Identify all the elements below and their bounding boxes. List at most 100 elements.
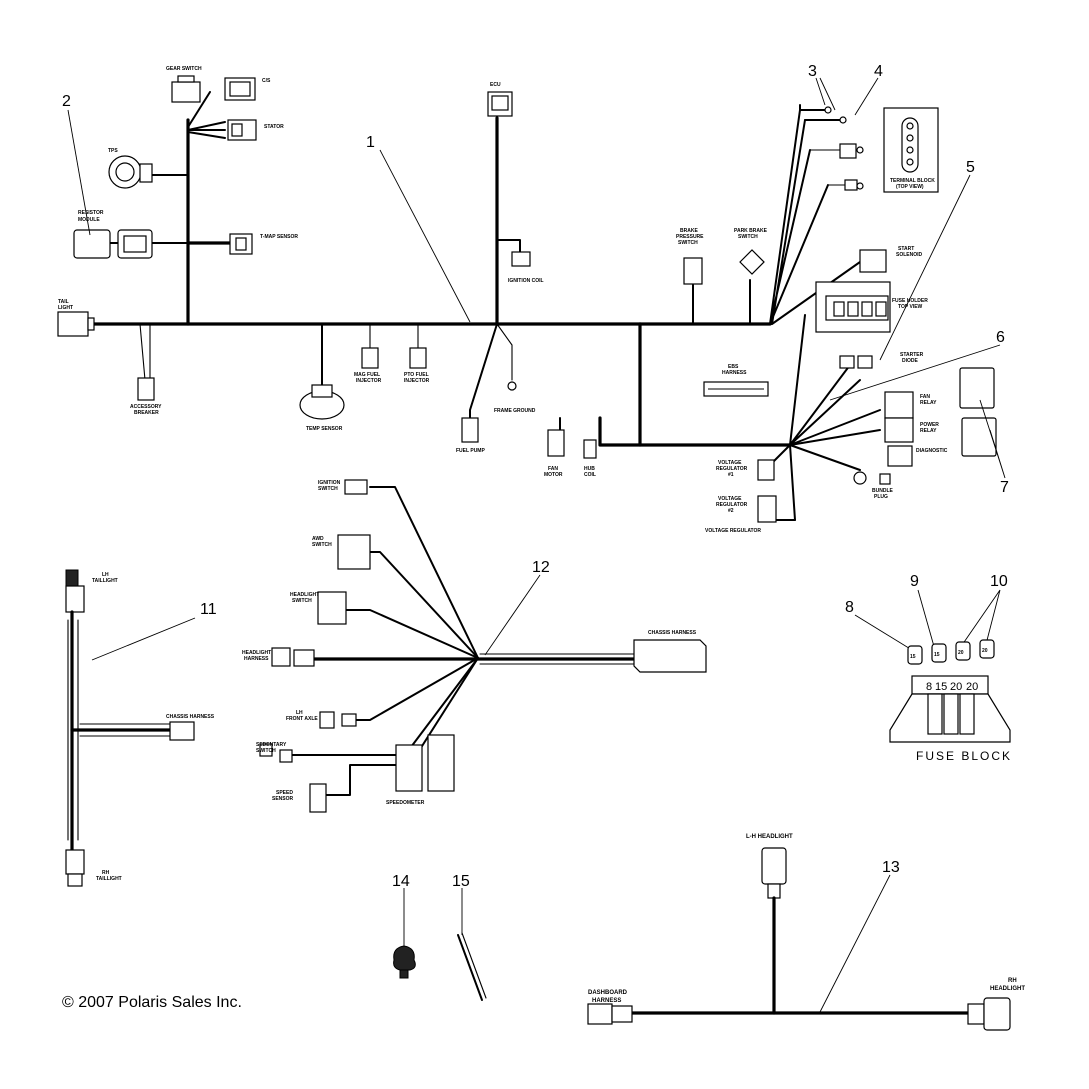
- pto-fuel-label-1: PTO FUEL: [404, 372, 429, 378]
- tail-light-connector: TAIL LIGHT: [57, 299, 95, 337]
- tail-light-label-2: LIGHT: [58, 305, 73, 311]
- stator-label: STATOR: [264, 124, 284, 130]
- voltage-reg2-label-1: VOLTAGE: [718, 496, 742, 502]
- bundle-plug: BUNDLE PLUG: [853, 471, 893, 500]
- temp-sensor-connector: TEMP SENSOR: [299, 384, 345, 432]
- brake-label-1: BRAKE: [680, 228, 698, 234]
- tps-label: TPS: [108, 148, 118, 154]
- ecu-connector: ECU: [487, 82, 513, 117]
- stator-connector: STATOR: [227, 119, 284, 141]
- fuse-2-value: 15: [934, 652, 940, 658]
- fuel-pump-label: FUEL PUMP: [456, 448, 485, 454]
- bundle-plug-label-1: BUNDLE: [872, 488, 893, 494]
- resistor-module-connector: RESISTOR MODULE: [73, 210, 153, 259]
- park-brake-switch: PARK BRAKE SWITCH: [734, 228, 768, 275]
- ring-terminals: [824, 106, 864, 191]
- terminal-block: TERMINAL BLOCK (TOP VIEW): [883, 107, 939, 193]
- start-solenoid-label-2: SOLENOID: [896, 252, 923, 258]
- start-solenoid-label-1: START: [898, 246, 914, 252]
- rh-headlight-label-1: RH: [1008, 978, 1017, 984]
- diagnostic-label: DIAGNOSTIC: [916, 448, 948, 454]
- pto-fuel-label-2: INJECTOR: [404, 378, 430, 384]
- ignition-coil-label: IGNITION COIL: [508, 278, 544, 284]
- voltage-regulator-1: VOLTAGE REGULATOR #1: [716, 459, 775, 481]
- voltage-reg1-label-1: VOLTAGE: [718, 460, 742, 466]
- accessory-label-2: BREAKER: [134, 410, 159, 416]
- fuse-1-value: 15: [910, 654, 916, 660]
- temp-sensor-label: TEMP SENSOR: [306, 426, 343, 432]
- fuse-3-value: 20: [958, 650, 964, 656]
- tmap-sensor-label: T-MAP SENSOR: [260, 234, 298, 240]
- starter-diode-label-2: DIODE: [902, 358, 919, 364]
- rear-harness-11: LH TAILLIGHT RH TAILLIGHT CHASSIS HARNES…: [65, 569, 215, 887]
- callout-12: 12: [532, 559, 550, 576]
- callout-4: 4: [874, 63, 883, 80]
- fan-motor-label-1: FAN: [548, 466, 558, 472]
- fan-relay: FAN RELAY: [884, 367, 995, 419]
- resistor-module-label-1: RESISTOR: [78, 210, 104, 216]
- fuse-block-value-4: 20: [966, 681, 978, 693]
- callout-8: 8: [845, 599, 854, 616]
- part-15-cable-tie: [457, 932, 487, 1001]
- voltage-reg-bottom-label: VOLTAGE REGULATOR: [705, 528, 761, 534]
- front-axle-label-1: LH: [296, 710, 303, 716]
- ebs-harness-connector: EBS HARNESS: [703, 364, 769, 397]
- callout-10: 10: [990, 573, 1008, 590]
- tps-connector: TPS: [108, 148, 153, 189]
- gear-switch-connector: GEAR SWITCH: [166, 66, 202, 103]
- start-solenoid-connector: START SOLENOID: [859, 246, 923, 273]
- rh-taillight-label-2: TAILLIGHT: [96, 876, 122, 882]
- callout-3: 3: [808, 63, 817, 80]
- bundle-plug-label-2: PLUG: [874, 494, 888, 500]
- callout-15: 15: [452, 873, 470, 890]
- speedometer-label: SPEEDOMETER: [386, 800, 425, 806]
- fuse-holder-label-1: FUSE HOLDER: [892, 298, 928, 304]
- fuel-pump-connector: FUEL PUMP: [456, 417, 485, 454]
- part-14-grommet: [393, 945, 416, 979]
- callout-6: 6: [996, 329, 1005, 346]
- power-relay-label-1: POWER: [920, 422, 939, 428]
- lh-taillight-label-2: TAILLIGHT: [92, 578, 118, 584]
- ecu-label: ECU: [490, 82, 501, 88]
- frame-ground: FRAME GROUND: [494, 381, 536, 414]
- lh-taillight-label-1: LH: [102, 572, 109, 578]
- ebs-harness-label-2: HARNESS: [722, 370, 747, 376]
- callout-leaders: [67, 77, 1006, 1013]
- callout-1: 1: [366, 134, 375, 151]
- gear-switch-label: GEAR SWITCH: [166, 66, 202, 72]
- voltage-reg1-label-3: #1: [728, 472, 734, 478]
- pto-fuel-injector-connector: PTO FUEL INJECTOR: [404, 347, 430, 384]
- headlight-harness-label-1: HEADLIGHT: [242, 650, 271, 656]
- hub-coil-label-1: HUB: [584, 466, 595, 472]
- fan-motor-connector: FAN MOTOR: [544, 429, 565, 478]
- accessory-breaker: ACCESSORY BREAKER: [130, 377, 162, 416]
- fuse-block-label: FUSE BLOCK: [916, 749, 1012, 763]
- dashboard-label-1: DASHBOARD: [588, 990, 628, 996]
- brake-label-2: PRESSURE: [676, 234, 704, 240]
- awd-switch-label-1: AWD: [312, 536, 324, 542]
- sedentary-label-2: SWITCH: [256, 748, 276, 754]
- accessory-label-1: ACCESSORY: [130, 404, 162, 410]
- sedentary-label-1: SEDENTARY: [256, 742, 287, 748]
- dashboard-label-2: HARNESS: [592, 998, 621, 1004]
- headlight-switch-label-2: SWITCH: [292, 598, 312, 604]
- rh-taillight-label-1: RH: [102, 870, 110, 876]
- headlight-switch-label-1: HEADLIGHT: [290, 592, 319, 598]
- tail-light-label-1: TAIL: [58, 299, 69, 305]
- fuse-block-value-3: 20: [950, 681, 962, 693]
- speed-label-2: SENSOR: [272, 796, 294, 802]
- voltage-reg2-label-2: REGULATOR: [716, 502, 748, 508]
- hub-coil-connector: HUB COIL: [583, 439, 597, 478]
- chassis-harness-label: CHASSIS HARNESS: [166, 714, 215, 720]
- ignition-coil-connector: IGNITION COIL: [508, 251, 544, 284]
- power-relay-label-2: RELAY: [920, 428, 937, 434]
- terminal-block-label-2: (TOP VIEW): [896, 184, 924, 190]
- tmap-sensor-connector: T-MAP SENSOR: [229, 233, 298, 255]
- starter-diode: STARTER DIODE: [839, 352, 924, 369]
- brake-pressure-switch: BRAKE PRESSURE SWITCH: [676, 228, 704, 285]
- callout-2: 2: [62, 93, 71, 110]
- callout-9: 9: [910, 573, 919, 590]
- main-harness: [90, 89, 881, 521]
- fan-motor-label-2: MOTOR: [544, 472, 563, 478]
